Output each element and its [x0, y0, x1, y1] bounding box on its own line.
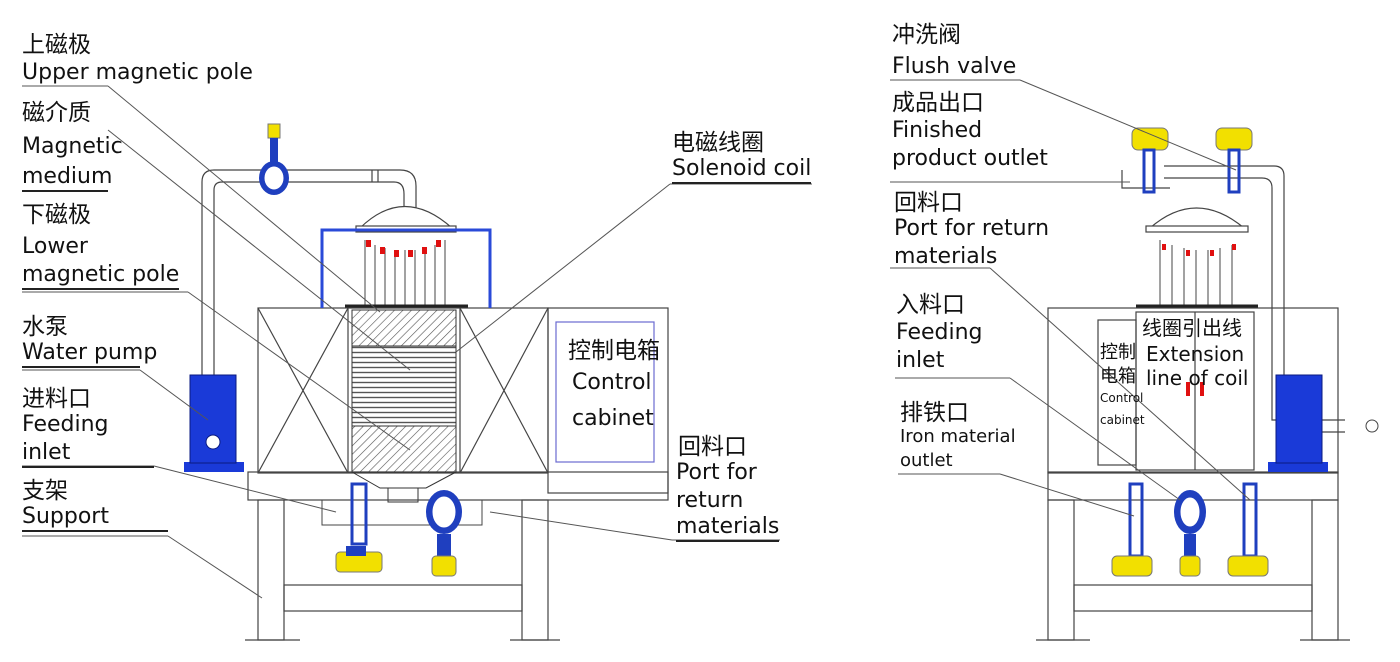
support-label-en: Support — [22, 506, 168, 532]
upper-magnetic-pole-shape — [351, 309, 457, 347]
flush-label-zh: 冲洗阀 — [892, 22, 961, 48]
bottom-valves-right — [1111, 482, 1269, 577]
bottom-valves-left — [335, 482, 462, 577]
pump-label-en: Water pump — [22, 342, 157, 368]
product-label-en1: Finished — [892, 118, 983, 143]
feeding-right-label-en1: Feeding — [896, 320, 983, 345]
return-right-label-zh: 回料口 — [894, 190, 963, 216]
lower-pole-label-zh: 下磁极 — [22, 202, 91, 228]
product-label-en2: product outlet — [892, 146, 1048, 171]
feeding-right-label-zh: 入料口 — [896, 292, 965, 318]
feeding-label-zh: 进料口 — [22, 386, 91, 412]
cabinet-right-en2: cabinet — [1100, 413, 1145, 427]
lower-magnetic-pole-shape — [351, 425, 457, 473]
flush-label-en: Flush valve — [892, 54, 1017, 79]
return-right-label-en1: Port for return — [894, 216, 1050, 241]
water-pump-right — [1268, 374, 1328, 472]
lower-pole-label-en2: magnetic pole — [22, 264, 180, 290]
cabinet-label-en2: cabinet — [572, 406, 654, 431]
magnetic-medium-shape — [351, 345, 457, 427]
top-valves-right — [1131, 127, 1253, 194]
iron-label-en2: outlet — [900, 450, 953, 471]
lower-pole-label-en1: Lower — [22, 234, 88, 259]
coil-label-en: Solenoid coil — [672, 158, 812, 184]
left-machine — [201, 169, 669, 641]
cabinet-right-en1: Control — [1100, 391, 1144, 405]
extension-label-en2: line of coil — [1146, 366, 1249, 390]
medium-label-zh: 磁介质 — [22, 100, 91, 126]
feeding-right-label-en2: inlet — [896, 348, 945, 373]
water-pump-left — [184, 374, 244, 472]
upper-pole-label-en: Upper magnetic pole — [22, 60, 253, 85]
coil-leads-right — [1136, 240, 1258, 308]
return-label-en3: materials — [676, 516, 780, 542]
coil-label-zh: 电磁线圈 — [672, 130, 764, 156]
feeding-label-en2: inlet — [22, 442, 154, 468]
return-label-en2: return — [676, 488, 744, 513]
upper-pole-label-zh: 上磁极 — [22, 32, 91, 58]
cabinet-label-zh: 控制电箱 — [568, 338, 660, 364]
cabinet-right-zh2: 电箱 — [1100, 366, 1136, 387]
right-machine — [1036, 165, 1350, 641]
medium-label-en2: medium — [22, 166, 112, 192]
iron-label-en1: Iron material — [900, 426, 1016, 447]
feeding-label-en1: Feeding — [22, 412, 109, 437]
pipe-end-right — [1365, 419, 1379, 433]
return-label-zh: 回料口 — [678, 434, 747, 460]
medium-label-en1: Magnetic — [22, 134, 123, 159]
coil-leads-left — [345, 240, 468, 308]
return-label-en1: Port for — [676, 460, 757, 485]
extension-label-en1: Extension — [1146, 342, 1245, 366]
support-label-zh: 支架 — [22, 478, 68, 504]
top-valve-left — [259, 123, 289, 195]
iron-label-zh: 排铁口 — [900, 400, 969, 426]
cabinet-label-en1: Control — [572, 370, 652, 395]
cabinet-right-zh1: 控制 — [1100, 342, 1136, 363]
product-label-zh: 成品出口 — [892, 90, 984, 116]
extension-label-zh: 线圈引出线 — [1142, 316, 1242, 340]
leader-lines-right — [890, 79, 1251, 517]
pump-label-zh: 水泵 — [22, 314, 68, 340]
return-right-label-en2: materials — [894, 244, 998, 269]
